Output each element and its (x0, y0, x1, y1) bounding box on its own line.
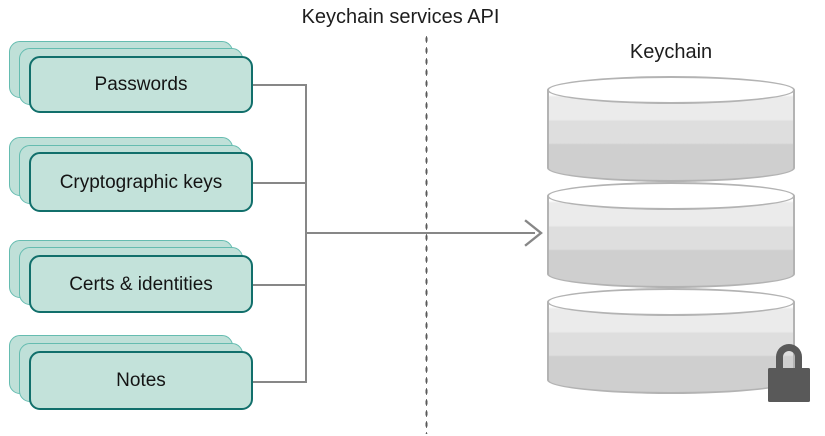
cylinder-segment-top (547, 76, 795, 104)
card-label: Notes (116, 370, 166, 391)
card-front-certs-identities[interactable]: Certs & identities (29, 255, 253, 313)
connector-notes (253, 381, 307, 383)
connector-cryptographic-keys (253, 182, 307, 184)
card-front-cryptographic-keys[interactable]: Cryptographic keys (29, 152, 253, 212)
cylinder-segment-1 (547, 76, 795, 182)
cylinder-segment-top (547, 288, 795, 316)
cylinder-segment-2 (547, 182, 795, 288)
card-front-notes[interactable]: Notes (29, 351, 253, 410)
connector-passwords (253, 84, 307, 86)
card-front-passwords[interactable]: Passwords (29, 56, 253, 113)
card-label: Passwords (94, 74, 188, 95)
api-boundary-divider (425, 34, 428, 434)
keychain-title: Keychain (629, 41, 713, 63)
connector-bus (305, 84, 307, 383)
connector-arrow-line (307, 232, 535, 234)
card-label: Certs & identities (69, 273, 213, 295)
api-title-text: Keychain services API (301, 6, 500, 28)
card-label: Cryptographic keys (59, 171, 223, 193)
connector-certs-identities (253, 284, 307, 286)
lock-icon (763, 338, 815, 404)
database-cylinder-icon (547, 76, 795, 394)
api-title: Keychain services API (0, 5, 825, 29)
cylinder-segment-3 (547, 288, 795, 394)
cylinder-segment-top (547, 182, 795, 210)
